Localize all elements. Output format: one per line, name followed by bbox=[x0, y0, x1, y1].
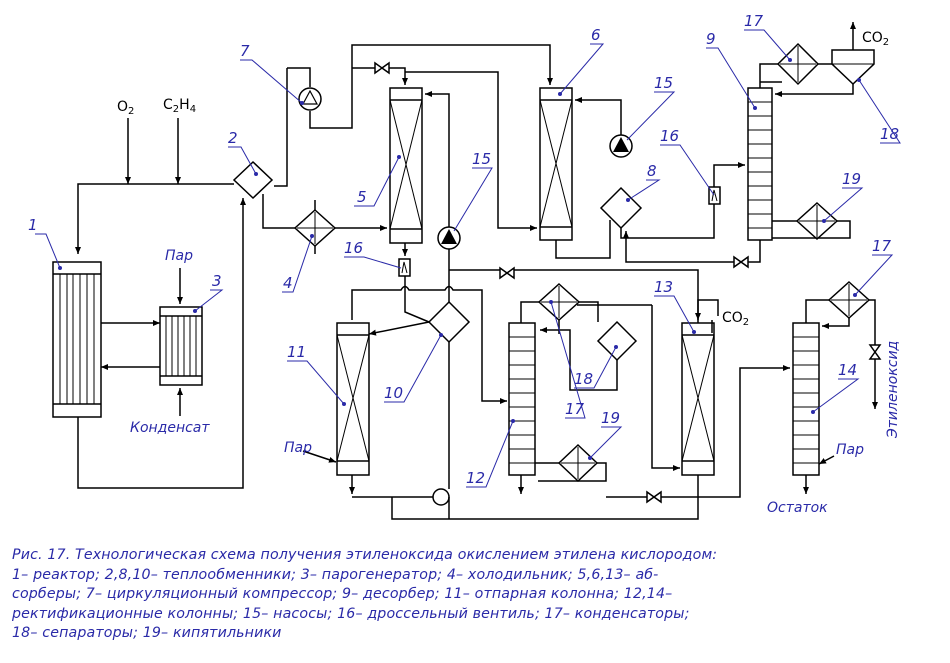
svg-text:O2: O2 bbox=[117, 99, 134, 117]
svg-text:6: 6 bbox=[591, 26, 601, 44]
svg-text:16: 16 bbox=[344, 239, 363, 257]
svg-text:15: 15 bbox=[654, 74, 673, 92]
valve-desorber bbox=[733, 255, 749, 269]
caption-line-2: 1– реактор; 2,8,10– теплообменники; 3– п… bbox=[12, 566, 659, 583]
pump-15-right bbox=[609, 134, 633, 158]
heat-exchanger-8 bbox=[599, 186, 643, 230]
process-flow-diagram: O2 C2H4 CO2 CO2 Пар Конденсат Пар Пар Ос… bbox=[28, 12, 901, 520]
absorber-13 bbox=[681, 322, 715, 476]
svg-text:14: 14 bbox=[838, 361, 857, 379]
heat-exchanger-10 bbox=[427, 300, 471, 344]
separator-18-bottom bbox=[596, 320, 638, 362]
label-steam-14: Пар bbox=[836, 442, 864, 458]
piping bbox=[75, 22, 878, 520]
svg-text:19: 19 bbox=[842, 170, 861, 188]
pump-bottom bbox=[432, 488, 450, 506]
svg-text:5: 5 bbox=[357, 188, 367, 206]
valve-bottom bbox=[646, 490, 662, 504]
svg-text:CO2: CO2 bbox=[722, 310, 749, 328]
desorber-9 bbox=[747, 87, 773, 241]
stream-o2: O2 bbox=[117, 99, 134, 117]
reboiler-19-bottom bbox=[557, 443, 599, 483]
heat-exchanger-2 bbox=[232, 160, 274, 200]
reactor-1 bbox=[52, 261, 102, 418]
svg-text:19: 19 bbox=[601, 409, 620, 427]
stream-c2h4: C2H4 bbox=[163, 97, 196, 115]
label-steam-11: Пар bbox=[284, 440, 312, 456]
condenser-17-right bbox=[827, 280, 871, 320]
equipment-labels: 1 2 3 4 5 6 7 8 9 10 11 12 13 14 15 15 1 bbox=[28, 12, 901, 488]
stream-co2-top: CO2 bbox=[862, 30, 889, 48]
svg-text:16: 16 bbox=[660, 127, 679, 145]
svg-text:7: 7 bbox=[240, 42, 250, 60]
label-ethylene-oxide: Этиленоксид bbox=[885, 341, 901, 439]
caption-line-4: ректификационные колонны; 15– насосы; 16… bbox=[12, 605, 690, 622]
caption-line-3: сорберы; 7– циркуляционный компрессор; 9… bbox=[12, 586, 673, 602]
condenser-17-middle bbox=[537, 282, 581, 322]
valve-mid bbox=[499, 266, 515, 280]
svg-text:18: 18 bbox=[574, 370, 593, 388]
svg-text:8: 8 bbox=[647, 162, 657, 180]
svg-text:17: 17 bbox=[565, 400, 585, 418]
svg-text:17: 17 bbox=[744, 12, 764, 30]
circulation-compressor-7 bbox=[298, 87, 322, 111]
reboiler-19-top bbox=[795, 201, 839, 241]
svg-text:CO2: CO2 bbox=[862, 30, 889, 48]
svg-text:17: 17 bbox=[872, 237, 892, 255]
svg-text:10: 10 bbox=[384, 384, 403, 402]
stripping-column-11 bbox=[336, 322, 370, 476]
pump-15-center bbox=[437, 226, 461, 250]
caption-line-1: Рис. 17. Технологическая схема получения… bbox=[12, 547, 718, 563]
svg-text:2: 2 bbox=[228, 129, 238, 147]
svg-text:13: 13 bbox=[654, 278, 673, 296]
svg-text:1: 1 bbox=[28, 216, 38, 234]
svg-text:11: 11 bbox=[287, 343, 306, 361]
figure-caption: Рис. 17. Технологическая схема получения… bbox=[12, 546, 942, 644]
label-residue: Остаток bbox=[767, 500, 828, 516]
stream-co2-middle: CO2 bbox=[722, 310, 749, 328]
rectification-column-12 bbox=[508, 322, 536, 476]
cooler-4 bbox=[293, 208, 337, 248]
steam-generator-3 bbox=[159, 306, 203, 386]
svg-text:3: 3 bbox=[212, 272, 222, 290]
svg-text:15: 15 bbox=[472, 150, 491, 168]
svg-text:12: 12 bbox=[466, 469, 485, 487]
absorber-5 bbox=[389, 87, 423, 244]
label-steam-3: Пар bbox=[165, 248, 193, 264]
svg-text:C2H4: C2H4 bbox=[163, 97, 196, 115]
separator-18-top bbox=[831, 49, 875, 86]
valve-top bbox=[374, 61, 390, 75]
svg-text:18: 18 bbox=[880, 125, 899, 143]
absorber-6 bbox=[539, 87, 573, 241]
label-condensate: Конденсат bbox=[130, 420, 210, 436]
svg-text:9: 9 bbox=[706, 30, 716, 48]
svg-text:4: 4 bbox=[283, 274, 293, 292]
condenser-17-top bbox=[776, 42, 820, 86]
rectification-column-14 bbox=[792, 322, 820, 476]
caption-line-5: 18– сепараторы; 19– кипятильники bbox=[12, 625, 282, 641]
valve-ethylene-oxide bbox=[868, 344, 882, 360]
